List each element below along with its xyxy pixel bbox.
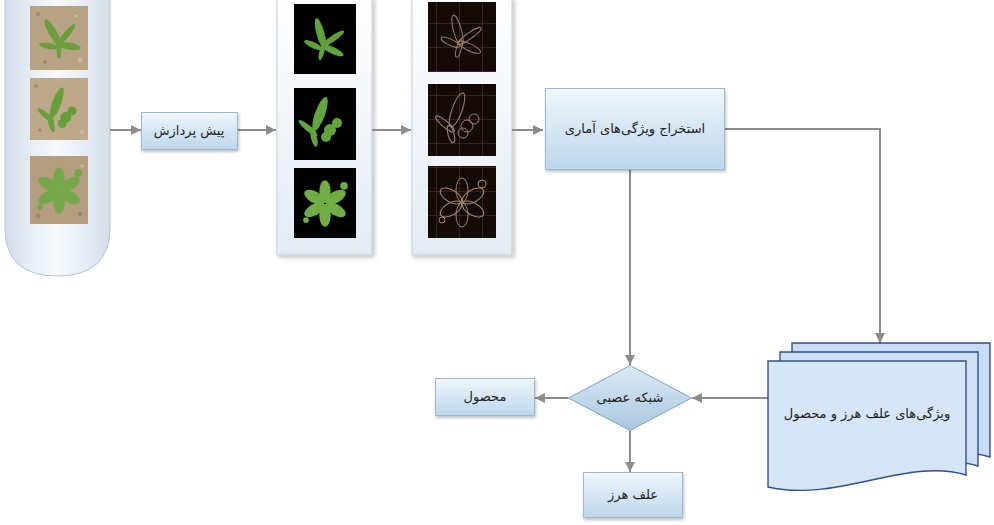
document-stack: ویژگی‌های علف هرز و محصول (768, 343, 994, 495)
decision-diamond: شبکه عصبی (568, 365, 692, 431)
field-photos (30, 6, 88, 224)
connector-arrow (692, 397, 768, 399)
output-box: محصول (435, 378, 535, 416)
diamond-shape (569, 366, 692, 431)
node-text: محصول (464, 388, 507, 406)
text-holder: محصول (464, 388, 507, 406)
grid-images (428, 2, 496, 238)
connector-arrow (535, 397, 568, 399)
image-frame (412, 0, 512, 255)
connector-arrow (629, 431, 631, 472)
process-box: استخراج ویژگی‌های آماری (545, 88, 725, 170)
output-box: علف هرز (583, 472, 683, 518)
node-text: شبکه عصبی (597, 389, 664, 407)
segmented-images (294, 4, 356, 238)
flow-arrow (237, 129, 276, 131)
text-holder: ویژگی‌های علف هرز و محصول (776, 365, 958, 463)
image-frame (277, 0, 372, 255)
flow-arrow (110, 129, 141, 131)
text-holder: علف هرز (608, 486, 658, 504)
connector-arrow (725, 129, 880, 343)
node-text: ویژگی‌های علف هرز و محصول (784, 405, 951, 423)
node-text: استخراج ویژگی‌های آماری (565, 120, 705, 138)
process-box: پیش پردازش (141, 112, 238, 150)
connector-arrow (629, 170, 631, 365)
text-holder: استخراج ویژگی‌های آماری (565, 120, 705, 138)
text-holder: پیش پردازش (154, 122, 225, 140)
text-holder: شبکه عصبی (568, 365, 692, 431)
document-page (768, 361, 966, 490)
flow-arrow (512, 129, 543, 131)
photo-panel (5, 0, 110, 276)
flow-arrow (372, 129, 411, 131)
node-text: پیش پردازش (154, 122, 225, 140)
node-text: علف هرز (608, 486, 658, 504)
